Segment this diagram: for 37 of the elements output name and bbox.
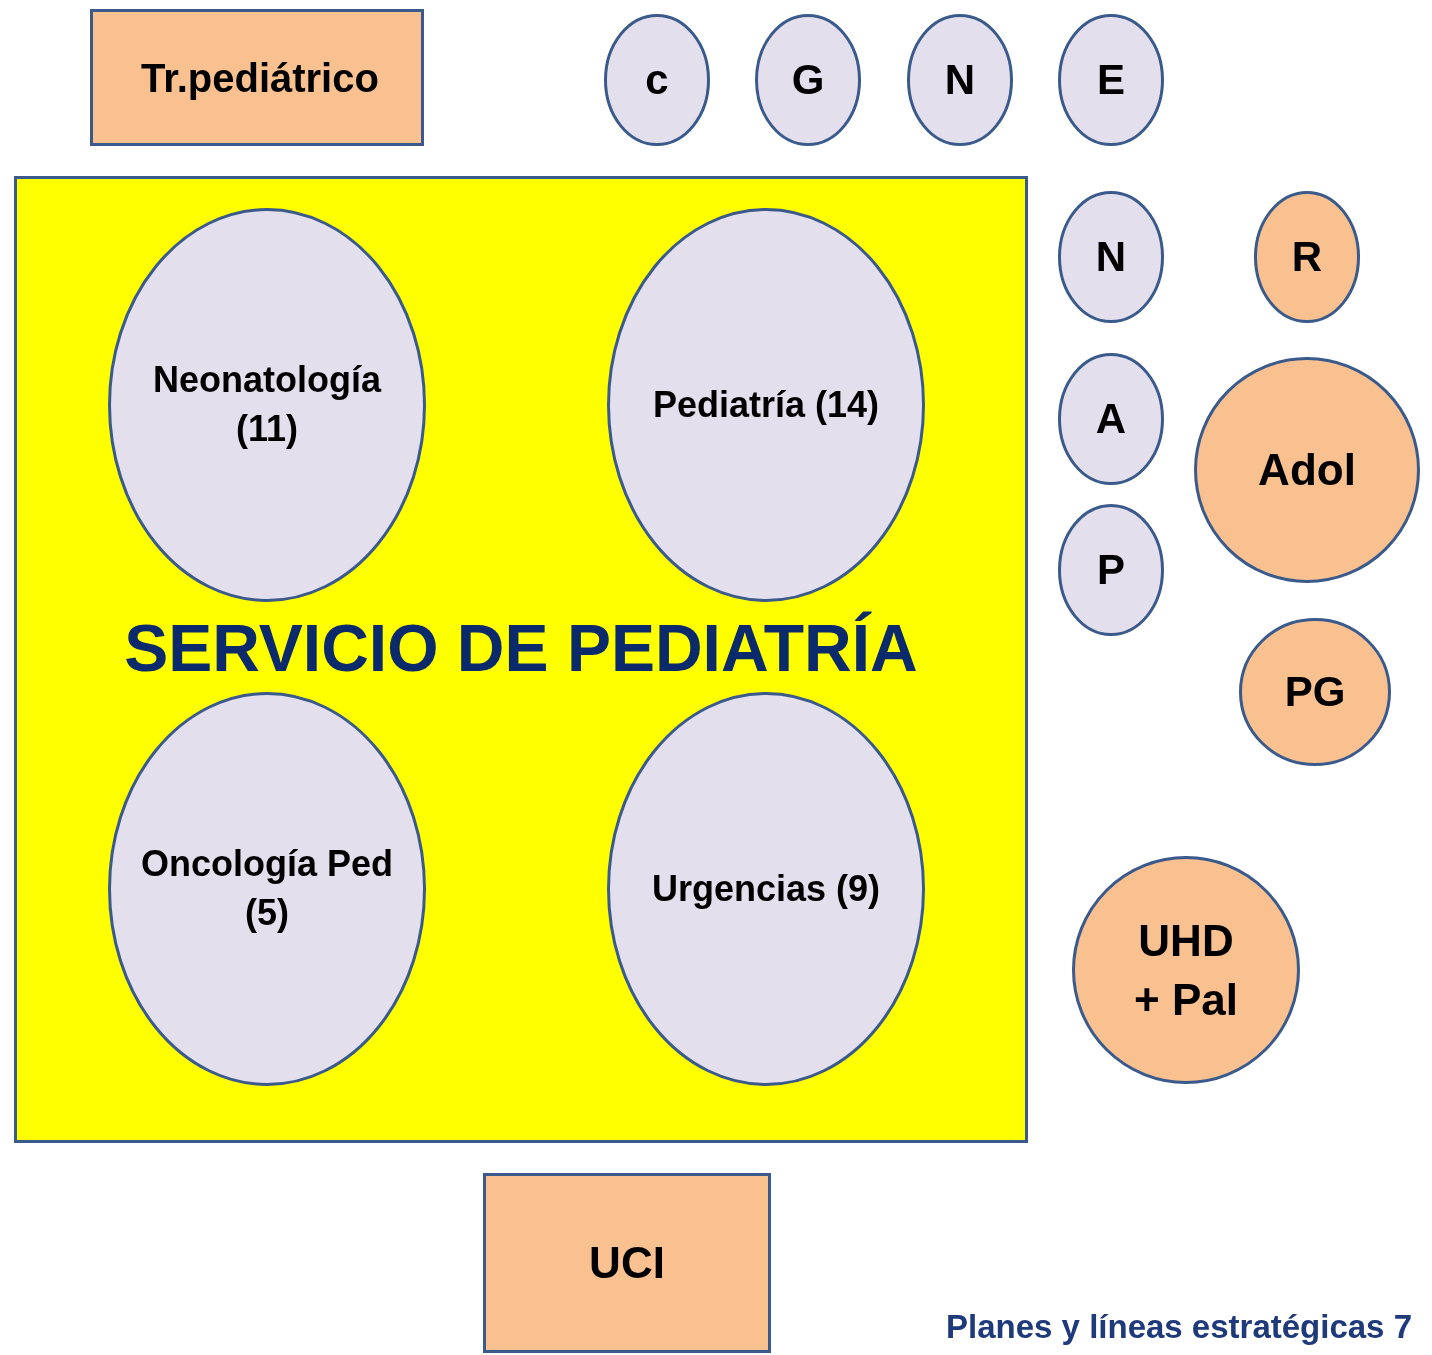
- ellipse-node: [755, 14, 861, 146]
- ellipse-node: [1058, 14, 1164, 146]
- ellipse-node: [604, 14, 710, 146]
- node-label: N: [1094, 231, 1128, 282]
- ellipse-node: [1072, 856, 1300, 1084]
- panel-title: SERVICIO DE PEDIATRÍA: [123, 610, 919, 687]
- node-label: G: [790, 54, 826, 105]
- ellipse-node: [1058, 191, 1164, 323]
- ellipse-node: [1254, 191, 1360, 323]
- rectangle-node: [483, 1173, 771, 1353]
- node-label: A: [1094, 393, 1128, 444]
- ellipse-node: [108, 208, 426, 602]
- ellipse-node: [1194, 357, 1420, 583]
- node-label: P: [1096, 544, 1126, 595]
- service-panel: [14, 176, 1028, 1143]
- ellipse-node: [607, 692, 925, 1086]
- node-label: UCI: [588, 1237, 666, 1290]
- ellipse-node: [1058, 504, 1164, 636]
- node-label: Neonatología (11): [152, 358, 383, 451]
- ellipse-node: [108, 692, 426, 1086]
- footer-note: Planes y líneas estratégicas 7: [946, 1308, 1412, 1346]
- ellipse-node: [1239, 618, 1391, 766]
- node-label: R: [1290, 231, 1324, 282]
- ellipse-node: [907, 14, 1013, 146]
- node-label: c: [644, 54, 670, 105]
- node-label: Urgencias (9): [650, 866, 882, 911]
- node-label: E: [1096, 54, 1126, 105]
- ellipse-node: [1058, 353, 1164, 485]
- node-label: UHD + Pal: [1133, 914, 1239, 1026]
- ellipse-node: [607, 208, 925, 602]
- node-label: N: [943, 54, 977, 105]
- rectangle-node: [90, 9, 424, 146]
- node-label: Tr.pediátrico: [140, 54, 380, 102]
- node-label: Oncología Ped (5): [139, 842, 394, 935]
- node-label: Adol: [1257, 444, 1357, 497]
- node-label: PG: [1283, 666, 1347, 717]
- node-label: Pediatría (14): [651, 382, 881, 427]
